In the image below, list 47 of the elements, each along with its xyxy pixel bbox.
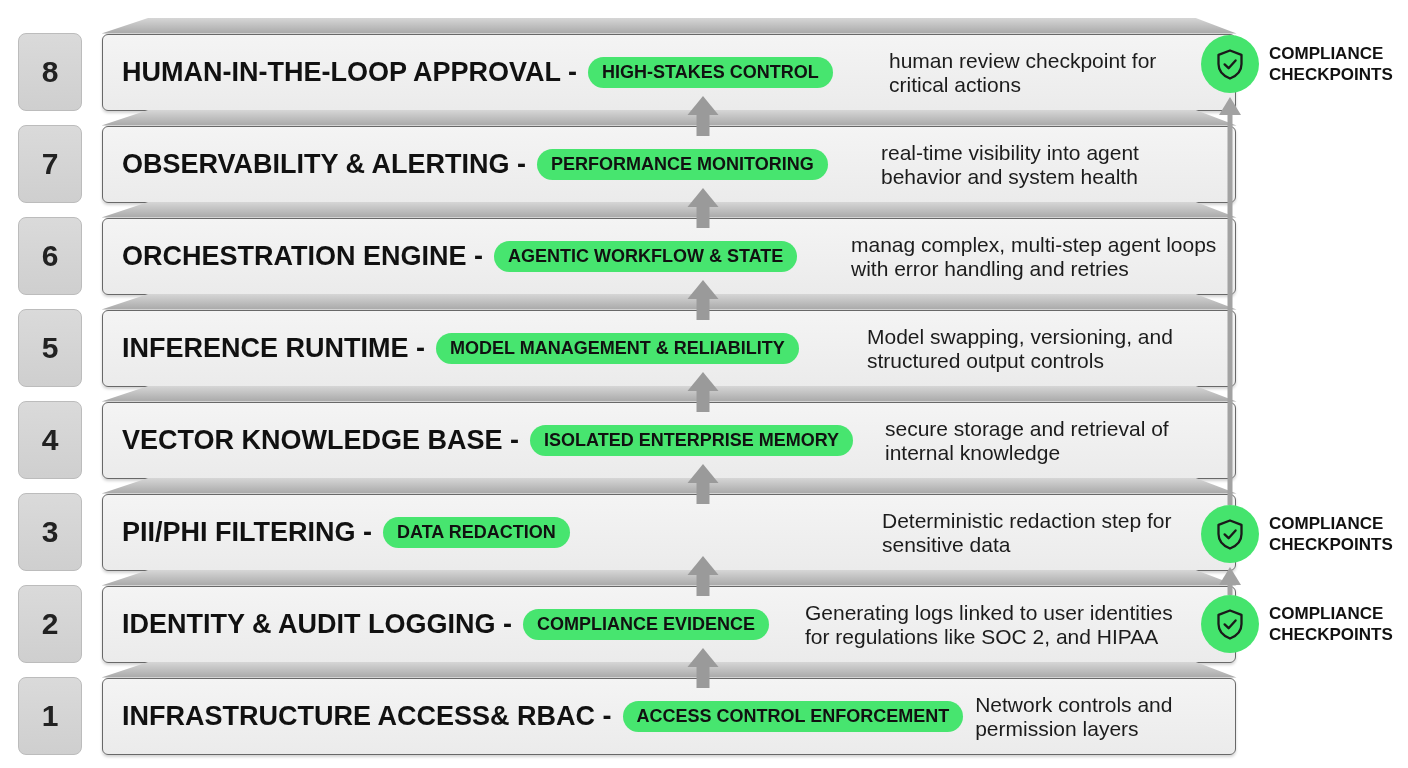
- shield-check-icon: [1201, 505, 1259, 563]
- category-tag: PERFORMANCE MONITORING: [537, 149, 828, 180]
- checkpoint-label: COMPLIANCE CHECKPOINTS: [1269, 43, 1394, 85]
- arrow: [687, 556, 719, 596]
- layer-title: HUMAN-IN-THE-LOOP APPROVAL -: [122, 57, 577, 88]
- layer-number-badge: 3: [18, 493, 82, 571]
- arrow: [1219, 97, 1241, 505]
- layer-description: Deterministic redaction step for sensitive data: [882, 508, 1173, 557]
- layer-description: real-time visibility into agent behavior and system health: [881, 140, 1140, 189]
- category-tag: HIGH-STAKES CONTROL: [588, 57, 833, 88]
- layer-description: Network controls and permission layers: [975, 692, 1174, 741]
- arrow: [687, 96, 719, 136]
- layer-title: ORCHESTRATION ENGINE -: [122, 241, 483, 272]
- layer-number-badge: 7: [18, 125, 82, 203]
- arrow: [687, 280, 719, 320]
- category-tag: MODEL MANAGEMENT & RELIABILITY: [436, 333, 799, 364]
- layer-title: OBSERVABILITY & ALERTING -: [122, 149, 527, 180]
- shield-check-icon: [1201, 35, 1259, 93]
- arrow: [687, 188, 719, 228]
- layer-number-badge: 1: [18, 677, 82, 755]
- layer-description: human review checkpoint for critical actions: [889, 48, 1158, 97]
- layer-number-badge: 2: [18, 585, 82, 663]
- layer-title: IDENTITY & AUDIT LOGGING -: [122, 609, 512, 640]
- category-tag: AGENTIC WORKFLOW & STATE: [494, 241, 798, 272]
- arrow: [1219, 567, 1241, 595]
- layer-number-badge: 8: [18, 33, 82, 111]
- arrow: [687, 464, 719, 504]
- arrow: [687, 648, 719, 688]
- layer-description: secure storage and retrieval of internal knowledge: [885, 416, 1170, 465]
- layer-number-badge: 5: [18, 309, 82, 387]
- layer-title: INFERENCE RUNTIME -: [122, 333, 425, 364]
- category-tag: ISOLATED ENTERPRISE MEMORY: [530, 425, 854, 456]
- layer-title: PII/PHI FILTERING -: [122, 517, 372, 548]
- checkpoint-label: COMPLIANCE CHECKPOINTS: [1269, 513, 1394, 555]
- layer-description: Model swapping, versioning, and structured output controls: [867, 324, 1174, 373]
- layer-description: Generating logs linked to user identities for regulations like SOC 2, and HIPAA: [805, 600, 1174, 649]
- category-tag: COMPLIANCE EVIDENCE: [523, 609, 770, 640]
- layer-title: INFRASTRUCTURE ACCESS& RBAC -: [122, 701, 612, 732]
- category-tag: DATA REDACTION: [383, 517, 570, 548]
- layer-number-badge: 4: [18, 401, 82, 479]
- layer-description: manag complex, multi-step agent loops with error handling and retries: [851, 232, 1218, 281]
- arrow: [687, 372, 719, 412]
- category-tag: ACCESS CONTROL ENFORCEMENT: [622, 701, 964, 732]
- layer-number-badge: 6: [18, 217, 82, 295]
- shield-check-icon: [1201, 595, 1259, 653]
- layer-title: VECTOR KNOWLEDGE BASE -: [122, 425, 520, 456]
- checkpoint-label: COMPLIANCE CHECKPOINTS: [1269, 603, 1394, 645]
